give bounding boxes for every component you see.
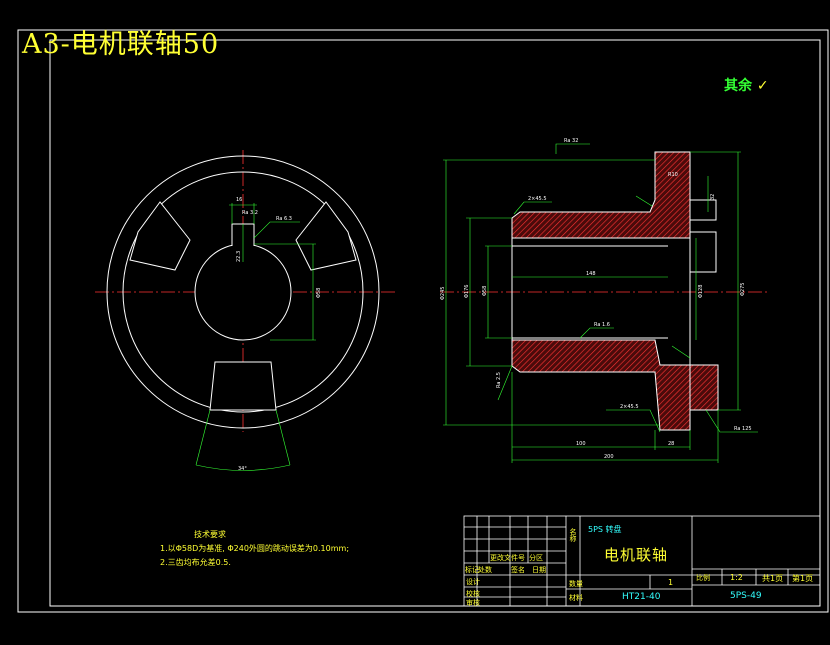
tb-label-qty: 数量 — [569, 580, 583, 588]
inner-rim-circle — [122, 171, 364, 413]
tech-note-1: 1.以Φ58D为基准, Φ240外圆的跳动误差为0.10mm; — [160, 544, 350, 553]
tb-drawing-no: 5PS-49 — [730, 591, 762, 601]
tech-note-2: 2.三齿均布允差0.5. — [160, 558, 231, 567]
radius-label: R10 — [668, 172, 678, 178]
title-block-lines — [463, 515, 821, 607]
tb-scale-value: 1:2 — [730, 573, 743, 582]
tb-label-sign: 签名 — [511, 566, 525, 574]
tb-label-zone: 分区 — [529, 554, 543, 562]
roughness-check-icon: ✓ — [756, 78, 769, 94]
outer-frame — [17, 29, 829, 613]
tb-label-count: 处数 — [478, 566, 492, 574]
flange-bolt-top — [689, 199, 717, 221]
ra-left-label: Ra 2.5 — [496, 372, 502, 388]
tb-label-review: 审核 — [466, 599, 480, 607]
chamfer-top-leader — [513, 201, 552, 215]
jaw-angle-arc — [195, 464, 291, 471]
tech-notes-heading: 技术要求 — [194, 530, 226, 539]
dia-mid-label: Φ176 — [464, 284, 470, 298]
side-view — [95, 150, 395, 471]
ra-bore-label: Ra 1.6 — [594, 322, 610, 328]
lower-section — [511, 339, 719, 431]
section-view — [440, 143, 770, 463]
ra-bottom-label: Ra 125 — [734, 426, 752, 432]
tb-qty-value: 1 — [668, 578, 674, 587]
ra-key-label: Ra 3.2 — [242, 210, 258, 216]
upper-section — [511, 151, 691, 239]
len-bore-label: 148 — [586, 271, 596, 277]
flange-bolt-leader — [671, 345, 691, 359]
len-flange-label: 28 — [668, 441, 675, 447]
tb-label-check: 校核 — [466, 590, 480, 598]
tb-sheet-info: 共1页 — [762, 574, 784, 583]
ra-bore-leader — [579, 327, 614, 339]
jaw-angle-label: 34° — [238, 466, 247, 472]
ra-bottom-leader — [705, 409, 758, 433]
tb-material-value: HT21-40 — [622, 592, 661, 602]
len-main-label: 100 — [576, 441, 586, 447]
ra-left-leader — [497, 365, 513, 401]
sheet-title: A3-电机联轴50 — [22, 29, 220, 60]
tb-label-mark: 标记 — [465, 566, 479, 574]
tb-label-name: 名称 — [569, 528, 577, 542]
key-width-label: 16 — [236, 197, 243, 203]
key-depth-label: 32 — [710, 193, 716, 200]
dia-outer-label: Φ245 — [440, 286, 446, 300]
roughness-note: 其余 ✓ — [724, 75, 769, 95]
key-h-label: 22.3 — [236, 250, 242, 262]
tb-label-material: 材料 — [569, 594, 583, 602]
inner-frame — [49, 39, 821, 607]
jaw-angle-left — [195, 409, 211, 466]
technical-notes: 技术要求 1.以Φ58D为基准, Φ240外圆的跳动误差为0.10mm; 2.三… — [160, 528, 349, 570]
tb-sheet-no: 第1页 — [792, 574, 814, 583]
len-total-label: 200 — [604, 454, 614, 460]
jaw-upper-right — [295, 201, 357, 271]
ra-top-leader — [555, 143, 590, 154]
jaw-angle-right — [275, 409, 291, 466]
dia-hub-label: Φ128 — [698, 284, 704, 298]
tb-label-date: 日期 — [532, 566, 546, 574]
roughness-note-text: 其余 — [724, 78, 752, 94]
flange-bolt-mid — [689, 231, 717, 273]
tb-label-design: 设计 — [466, 578, 480, 586]
outer-rim-circle — [106, 155, 380, 429]
ra-top-label: Ra 32 — [564, 138, 579, 144]
jaw-bottom — [209, 361, 277, 411]
chamfer-top-label: 2×45.5 — [528, 196, 547, 202]
dia-bore-label: Φ58 — [482, 285, 488, 296]
bore-d-label: Φ58 — [316, 287, 322, 298]
dia-right-label: Φ275 — [740, 282, 746, 296]
radius-leader — [635, 195, 653, 207]
chamfer-bottom-label: 2×45.5 — [620, 404, 639, 410]
jaw-upper-left — [129, 201, 191, 271]
tb-label-change: 更改文件号 — [490, 554, 525, 562]
tb-label-scale: 比例 — [696, 574, 710, 582]
ra-slot-label: Ra 6.3 — [276, 216, 292, 222]
chamfer-bot-leader — [606, 409, 661, 433]
tb-part-name: 电机联轴 — [604, 546, 669, 564]
tb-company: 5PS 转盘 — [588, 525, 622, 534]
ra-slot-leader — [253, 221, 300, 239]
